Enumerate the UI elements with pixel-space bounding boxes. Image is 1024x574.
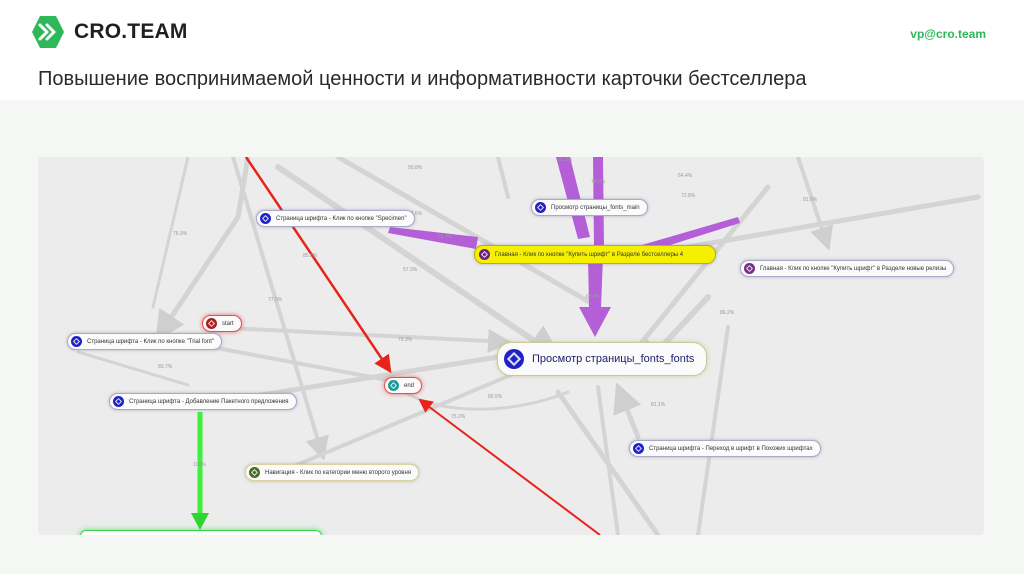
edge	[231, 157, 329, 461]
edge-label: 57.3%	[403, 267, 418, 273]
node-fonts-fonts[interactable]: Просмотр страницы_fonts_fonts	[497, 342, 708, 376]
edge	[155, 157, 251, 342]
edge-label: 77.5%	[268, 297, 283, 303]
node-label: Главная - Клик по кнопке "Купить шрифт" …	[760, 265, 947, 272]
edge	[685, 194, 981, 250]
node-label: start	[222, 320, 234, 327]
red-edge	[244, 157, 392, 374]
node-icon	[633, 443, 644, 454]
node-label: Навигация - Клик по категории меню второ…	[265, 469, 412, 476]
node-specimen[interactable]: Страница шрифта - Клик по кнопке "Specim…	[256, 210, 415, 227]
edge	[151, 157, 190, 309]
edge	[696, 325, 730, 535]
node-icon	[388, 380, 399, 391]
edge-label: 78.8%	[591, 179, 606, 185]
node-label: Просмотр страницы_fonts_fonts	[532, 353, 695, 365]
node-partial-bottom[interactable]	[80, 530, 322, 535]
edge-label: 64.4%	[678, 173, 693, 179]
node-icon	[479, 249, 490, 260]
node-similar[interactable]: Страница шрифта - Переход в шрифт в Похо…	[629, 440, 821, 457]
contact-email[interactable]: vp@cro.team	[910, 27, 986, 41]
edge-label: 79.3%	[398, 337, 413, 343]
edge-label: 100%	[193, 462, 206, 468]
edge	[556, 157, 590, 239]
node-label: Страница шрифта - Клик по кнопке "Specim…	[276, 215, 407, 222]
node-label: Главная - Клик по кнопке "Купить шрифт" …	[495, 251, 684, 258]
edge-label: 76.4%	[438, 234, 453, 240]
node-icon	[744, 263, 755, 274]
edge	[496, 157, 510, 199]
node-icon	[504, 349, 524, 369]
node-buy-new[interactable]: Главная - Клик по кнопке "Купить шрифт" …	[740, 260, 955, 277]
node-label: Просмотр страницы_fonts_main	[551, 204, 640, 211]
edge-label: 80.5%	[488, 394, 503, 400]
node-icon	[260, 213, 271, 224]
edge-label: 68.4%	[586, 294, 601, 300]
edge	[796, 157, 834, 251]
edge	[613, 382, 642, 440]
node-icon	[249, 467, 260, 478]
edge-label: 85.5%	[303, 253, 318, 259]
flow-diagram: 76.9% 85.5% 77.5% 50.8% 82.6% 76.4% 57.3…	[38, 157, 984, 535]
node-label: Страница шрифта - Переход в шрифт в Похо…	[649, 445, 813, 452]
edge	[388, 227, 478, 249]
node-label: end	[404, 382, 415, 389]
edge	[266, 370, 520, 479]
edge-label: 75.2%	[451, 414, 466, 420]
node-icon	[113, 396, 124, 407]
edge	[275, 164, 563, 361]
node-fonts-main[interactable]: Просмотр страницы_fonts_main	[531, 199, 648, 216]
edge-label: 85.8%	[558, 157, 573, 163]
edge	[76, 350, 190, 387]
node-start[interactable]: start	[202, 315, 242, 332]
node-icon	[71, 336, 82, 347]
brand-logo: CRO.TEAM	[30, 14, 188, 50]
edge-label: 76.9%	[173, 231, 188, 237]
node-label: Страница шрифта - Клик по кнопке "Trial …	[87, 338, 215, 345]
node-label: Страница шрифта - Добавление Пакетного п…	[129, 398, 289, 405]
edge-label: 72.8%	[681, 193, 696, 199]
edge-label: 81.1%	[651, 402, 666, 408]
edge-label: 86.2%	[720, 310, 735, 316]
red-edge	[418, 398, 601, 535]
node-nav-menu[interactable]: Навигация - Клик по категории меню второ…	[245, 464, 420, 481]
edge	[579, 257, 611, 337]
node-icon	[206, 318, 217, 329]
brand-name: CRO.TEAM	[74, 20, 188, 43]
page-title: Повышение воспринимаемой ценности и инфо…	[38, 68, 807, 90]
edge	[206, 325, 512, 353]
edge-label: 50.8%	[408, 165, 423, 171]
node-buy-bestsellers[interactable]: Главная - Клик по кнопке "Купить шрифт" …	[474, 245, 716, 264]
edge-label: 83.7%	[158, 364, 173, 370]
node-end[interactable]: end	[384, 377, 423, 394]
edge	[596, 385, 620, 535]
edge-label: 82.6%	[408, 211, 423, 217]
logo-icon	[32, 16, 64, 48]
edge-label: 81.6%	[803, 197, 818, 203]
node-trial[interactable]: Страница шрифта - Клик по кнопке "Trial …	[67, 333, 223, 350]
green-arrow	[191, 513, 209, 530]
node-bundle[interactable]: Страница шрифта - Добавление Пакетного п…	[109, 393, 297, 410]
edge	[635, 184, 771, 350]
node-icon	[535, 202, 546, 213]
edge	[335, 157, 601, 310]
